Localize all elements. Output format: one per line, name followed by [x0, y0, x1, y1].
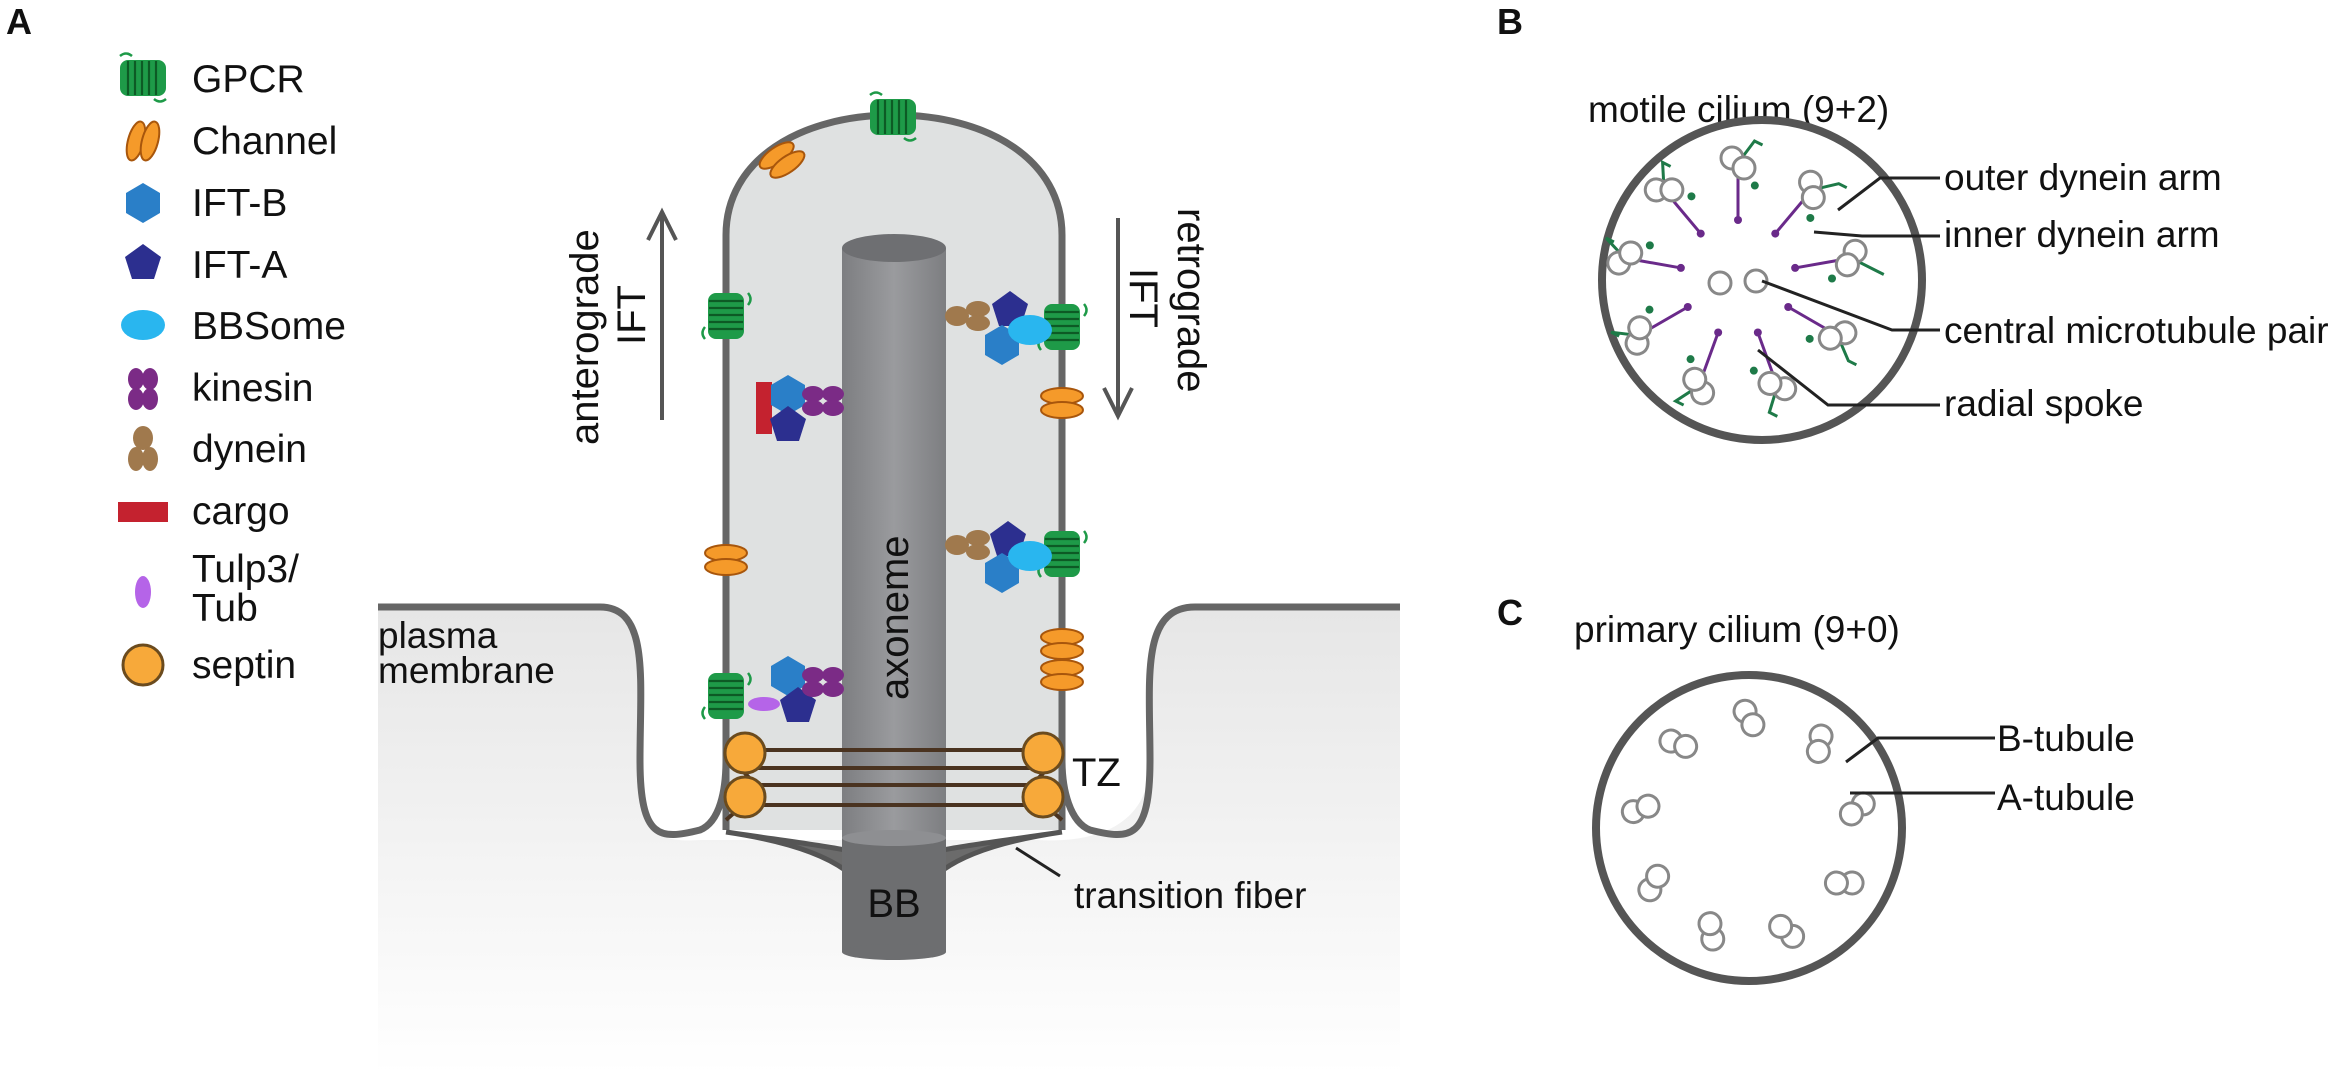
anterograde-label-1: anterograde [563, 229, 607, 445]
radial-spoke [1639, 259, 1682, 270]
radial-spoke [1672, 200, 1702, 235]
motile-pointers [1757, 176, 1940, 407]
septin-icon [121, 643, 165, 687]
radial-spoke-label: radial spoke [1944, 383, 2144, 424]
central-microtubule-2 [1743, 268, 1769, 294]
gpcr-tip [868, 91, 918, 142]
inner-dynein-arm [1805, 334, 1814, 343]
panel-label-a: A [6, 1, 32, 42]
inner-dynein-arm [1645, 305, 1654, 314]
spoke-head [1753, 328, 1762, 337]
legend-label-gpcr: GPCR [192, 58, 305, 101]
plasma-membrane-label-2: membrane [378, 650, 555, 691]
tz-label: TZ [1072, 751, 1121, 795]
channel-icon [122, 118, 164, 164]
retrograde-label-1: retrograde [1169, 208, 1213, 393]
ift-a-icon [125, 244, 161, 279]
inner-dynein-arm [1750, 181, 1759, 190]
primary-title: primary cilium (9+0) [1574, 609, 1900, 650]
radial-spoke [1702, 331, 1720, 373]
legend-label-ift-a: IFT-A [192, 244, 287, 287]
spoke-head [1734, 216, 1742, 224]
legend-label-kinesin: kinesin [192, 367, 313, 410]
gpcr-left-lower [701, 671, 752, 721]
panel-label-b: B [1497, 1, 1523, 42]
inner-dynein-arm [1806, 213, 1815, 222]
spoke-head [1791, 263, 1800, 272]
ift-b-icon [126, 183, 160, 223]
spoke-head [1676, 263, 1685, 272]
spoke-head [1683, 303, 1692, 311]
inner-dynein-arm [1686, 355, 1695, 364]
radial-spoke [1774, 200, 1804, 235]
inner-dynein-arm-label: inner dynein arm [1944, 214, 2220, 255]
cilium-diagram: BB axoneme TZ transition fiber plasma me… [378, 91, 1400, 1074]
legend-label-tulp3: Tulp3/ Tub [192, 548, 310, 630]
radial-spoke [1787, 305, 1826, 330]
spoke-head [1784, 303, 1793, 311]
legend-label-cargo: cargo [192, 490, 290, 533]
spoke-head [1696, 229, 1705, 238]
legend-label-ift-b: IFT-B [192, 182, 287, 225]
gpcr-left-upper [701, 291, 752, 341]
primary-cross-section [1592, 671, 1906, 985]
spoke-head [1771, 229, 1780, 238]
central-microtubule-1 [1707, 270, 1733, 296]
legend-label-dynein: dynein [192, 428, 307, 471]
a-tubule-label: A-tubule [1997, 777, 2135, 818]
inner-dynein-arm [1687, 192, 1696, 201]
plasma-membrane [378, 603, 730, 839]
legend-label-bbsome: BBSome [192, 305, 346, 348]
dynein-icon [128, 426, 158, 471]
inner-dynein-arm [1749, 366, 1758, 375]
central-pair-label: central microtubule pair [1944, 310, 2329, 351]
b-tubule-label: B-tubule [1997, 718, 2135, 759]
outer-dynein-arm-label: outer dynein arm [1944, 157, 2222, 198]
panel-label-c: C [1497, 592, 1523, 633]
cargo-icon [118, 502, 168, 522]
anterograde-arrow [646, 207, 678, 420]
bbsome-icon [121, 310, 165, 340]
kinesin-icon [128, 368, 158, 410]
transition-fiber-label: transition fiber [1074, 875, 1306, 916]
radial-spoke [1794, 259, 1837, 270]
ift-train-anterograde-upper [756, 375, 844, 441]
retrograde-arrow [1102, 218, 1134, 421]
bb-label: BB [867, 882, 920, 926]
spoke-head [1714, 328, 1723, 337]
motile-inner [1604, 139, 1885, 418]
transition-fiber-pointer [1015, 846, 1061, 878]
inner-dynein-arm [1827, 274, 1836, 283]
radial-spoke [1650, 305, 1689, 330]
ift-train-anterograde-lower [748, 656, 844, 722]
tulp3-tub-icon [135, 576, 151, 608]
gpcr-icon [118, 52, 168, 103]
legend-label-channel: Channel [192, 120, 337, 163]
axoneme-label: axoneme [873, 535, 917, 700]
motile-cross-section [1598, 116, 1926, 444]
plasma-membrane-label-1: plasma [378, 615, 498, 656]
legend-label-septin: septin [192, 644, 296, 687]
axoneme [842, 234, 946, 846]
legend: GPCR Channel IFT-B IFT-A BBSome kinesin … [118, 52, 346, 687]
retrograde-label-2: IFT [1121, 268, 1165, 328]
inner-dynein-arm [1645, 241, 1654, 250]
radial-spoke [1756, 331, 1774, 373]
anterograde-label-2: IFT [610, 285, 654, 345]
primary-pointers [1845, 736, 1995, 795]
